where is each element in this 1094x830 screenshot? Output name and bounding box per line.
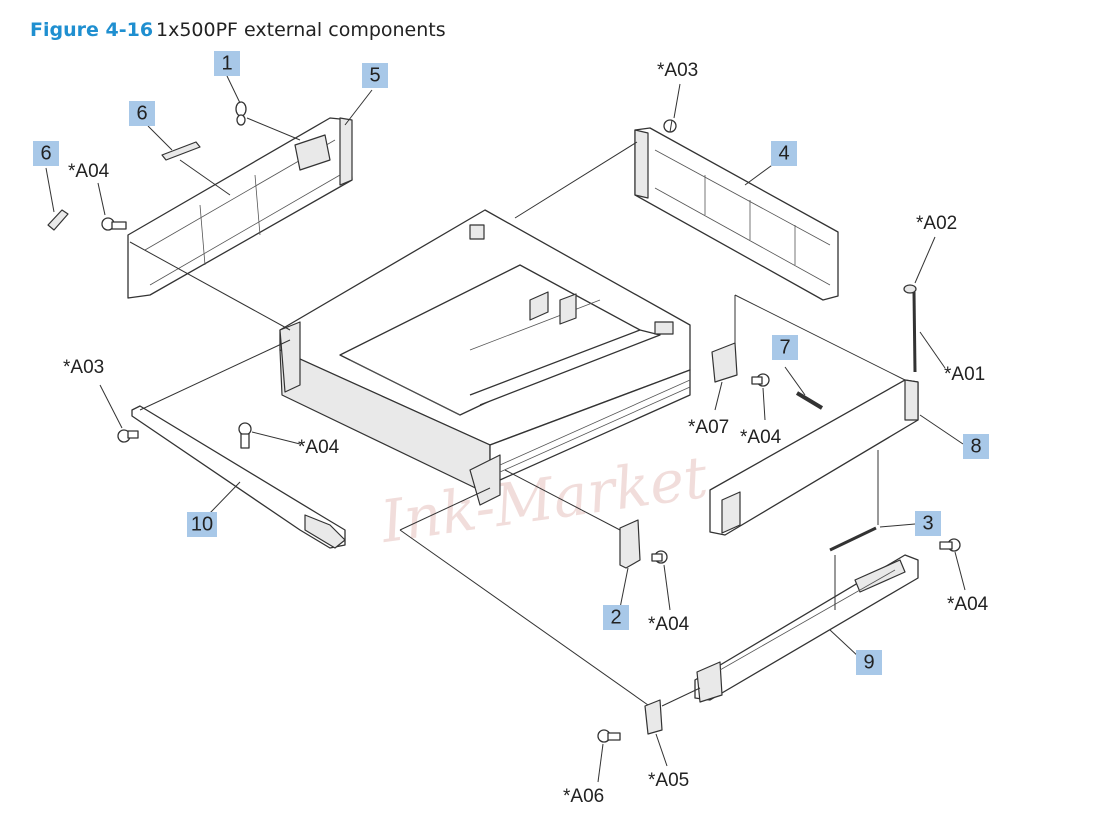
ref-a02: *A02 — [916, 213, 957, 234]
figure-title: 1x500PF external components — [156, 19, 446, 41]
svg-text:2: 2 — [610, 607, 621, 629]
part-9-lower-rail — [694, 554, 919, 703]
svg-text:4: 4 — [778, 143, 789, 165]
svg-text:1: 1 — [221, 53, 232, 75]
part-2-bracket — [619, 519, 641, 569]
ref-a03-top: *A03 — [657, 60, 698, 81]
svg-text:5: 5 — [369, 65, 380, 87]
bracket-a07 — [711, 342, 738, 383]
callout-1: 1 — [214, 51, 240, 76]
ref-a04-center: *A04 — [648, 614, 690, 635]
ref-a04-left: *A04 — [68, 161, 110, 182]
svg-text:8: 8 — [970, 436, 981, 458]
callout-10: 10 — [187, 512, 217, 537]
ref-a04-mid-right: *A04 — [740, 427, 782, 448]
ref-a04-right: *A04 — [947, 594, 989, 615]
pin-a01 — [912, 291, 917, 373]
ref-a05: *A05 — [648, 770, 689, 791]
svg-text:10: 10 — [191, 514, 213, 536]
svg-text:6: 6 — [136, 103, 147, 125]
callout-2: 2 — [603, 605, 629, 630]
callout-6-lower: 6 — [33, 141, 59, 166]
svg-text:3: 3 — [922, 513, 933, 535]
part-5-left-panel — [127, 117, 353, 299]
clip-a02 — [903, 284, 917, 294]
callout-8: 8 — [963, 434, 989, 459]
ref-a06: *A06 — [563, 786, 604, 807]
callout-7: 7 — [772, 335, 798, 360]
screw-a06 — [597, 729, 621, 743]
callout-9: 9 — [856, 650, 882, 675]
screw-a03-left — [117, 429, 139, 443]
ref-a01: *A01 — [944, 364, 985, 385]
callout-6-upper: 6 — [129, 101, 155, 126]
part-10-left-rail — [131, 405, 346, 549]
screw-a04-right — [939, 538, 961, 552]
svg-text:7: 7 — [779, 337, 790, 359]
leader-lines — [45, 75, 966, 783]
part-6-pad-lower — [47, 209, 69, 231]
svg-text:6: 6 — [40, 143, 51, 165]
part-7-rod — [795, 391, 824, 410]
callout-4: 4 — [771, 141, 797, 166]
part-3-rod — [829, 526, 877, 552]
screw-a03-top — [663, 119, 677, 133]
part-1-latch — [235, 101, 247, 126]
screw-a04-left — [101, 217, 127, 231]
callout-5: 5 — [362, 63, 388, 88]
screw-a04-center-left — [238, 422, 252, 449]
screw-a04-center — [651, 550, 668, 564]
ref-a07: *A07 — [688, 417, 729, 438]
part-4-back-panel — [634, 127, 839, 301]
callout-3: 3 — [915, 511, 941, 536]
main-frame — [279, 209, 691, 506]
ref-a04-center-left: *A04 — [298, 437, 340, 458]
part-8-front-cover — [709, 379, 919, 536]
part-6-pad-upper — [161, 141, 201, 161]
figure-number: Figure 4-16 — [30, 19, 153, 41]
screw-a04-mid-right — [751, 373, 770, 387]
bracket-a05 — [644, 699, 663, 735]
svg-text:9: 9 — [863, 652, 874, 674]
ref-a03-left: *A03 — [63, 357, 104, 378]
